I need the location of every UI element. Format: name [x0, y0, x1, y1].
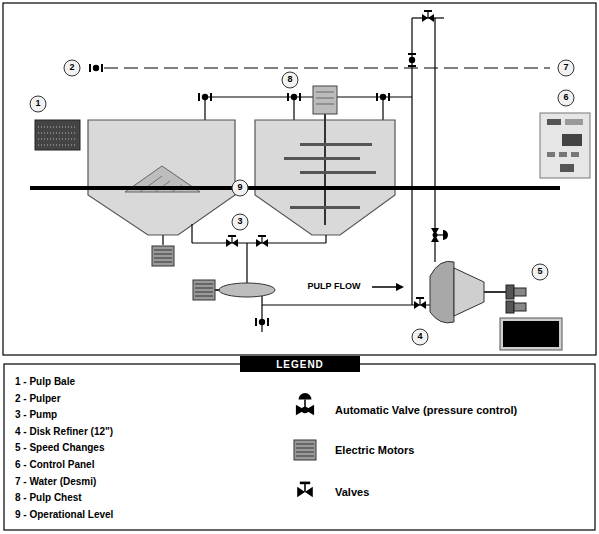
callout-number: 6	[563, 93, 568, 103]
motor-stripe	[316, 104, 334, 105]
panel-display	[547, 119, 561, 125]
panel-display	[565, 119, 583, 125]
callout-number: 4	[417, 332, 422, 342]
legend-entry: 9 - Operational Level	[15, 508, 113, 519]
legend-frame	[4, 364, 595, 530]
valve-symbol	[414, 298, 426, 309]
control-panel	[540, 113, 590, 178]
bale-texture	[38, 127, 77, 128]
panel-meter	[560, 164, 574, 172]
valve-symbol	[408, 54, 416, 66]
flow-arrowhead	[396, 283, 404, 291]
callout-number: 5	[537, 267, 542, 277]
pipe	[246, 243, 247, 283]
callout-number: 8	[287, 75, 292, 85]
operational-level	[30, 186, 560, 190]
bale-texture	[38, 145, 77, 146]
motor-shaft	[484, 291, 506, 293]
monitor-screen	[503, 321, 559, 347]
agitator-paddle	[300, 171, 376, 174]
callout-circle	[232, 180, 248, 196]
callout-circle	[532, 264, 548, 280]
valve-symbol	[226, 236, 238, 247]
legend-entry: Electric Motors	[335, 444, 414, 456]
speed-changer	[514, 303, 526, 311]
legend-entry: 8 - Pulp Chest	[15, 492, 82, 503]
flow-label: PULP FLOW	[308, 282, 361, 292]
callout-circle	[30, 96, 46, 112]
agitator-paddle	[300, 143, 372, 146]
electric-motor	[313, 86, 337, 114]
motor-stripe	[316, 92, 334, 93]
auto-valve-symbol	[296, 393, 314, 415]
auto-valve-symbol	[431, 228, 448, 242]
legend-entry: Valves	[335, 486, 369, 498]
electric-motor	[294, 440, 316, 460]
valve-symbol	[288, 93, 300, 101]
legend-entry: 6 - Control Panel	[15, 459, 94, 470]
pipe	[191, 224, 192, 243]
diagram-frame	[3, 3, 596, 355]
callout-number: 2	[69, 63, 74, 73]
pipe	[434, 18, 435, 262]
speed-changer	[506, 301, 514, 313]
bale-texture	[38, 139, 77, 140]
callout-circle	[64, 60, 80, 76]
pipe	[382, 97, 383, 120]
refiner-housing	[430, 261, 454, 323]
pipe	[261, 296, 262, 332]
panel-button	[547, 152, 555, 157]
electric-motor	[193, 280, 215, 300]
valve-symbol	[377, 93, 389, 101]
legend-tab	[240, 356, 360, 372]
valve-symbol	[256, 318, 268, 326]
legend-entry: Automatic Valve (pressure control)	[335, 404, 517, 416]
refiner-cone	[454, 268, 484, 316]
callout-number: 3	[237, 217, 242, 227]
panel-button	[559, 152, 567, 157]
pipe	[262, 304, 432, 305]
pipe	[325, 235, 326, 243]
water-line	[104, 67, 550, 68]
callout-circle	[558, 60, 574, 76]
callout-number: 7	[563, 63, 568, 73]
callout-circle	[282, 72, 298, 88]
valve-symbol	[422, 11, 434, 22]
motor-shaft	[162, 235, 164, 245]
flow-arrow	[372, 286, 396, 288]
legend-heading: LEGEND	[276, 359, 324, 370]
legend-entry: 1 - Pulp Bale	[15, 376, 75, 387]
callout-circle	[412, 329, 428, 345]
bale-texture	[38, 133, 77, 134]
pulper-tank	[88, 120, 235, 235]
callout-circle	[558, 90, 574, 106]
valve-symbol	[256, 236, 268, 247]
legend-entry: 4 - Disk Refiner (12")	[15, 425, 113, 436]
pulp-bale	[35, 120, 80, 150]
agitator-paddle	[290, 206, 360, 209]
valve-symbol	[90, 64, 102, 72]
legend-entry: 2 - Pulper	[15, 392, 61, 403]
callout-number: 1	[35, 99, 40, 109]
valve-symbol	[199, 93, 211, 101]
speed-changer	[506, 285, 514, 299]
panel-button	[571, 152, 579, 157]
legend-entry: 7 - Water (Desmi)	[15, 475, 96, 486]
pipe	[293, 97, 294, 120]
panel-display	[562, 134, 582, 146]
callout-circle	[232, 214, 248, 230]
speed-changer	[514, 288, 526, 296]
electric-motor	[152, 246, 174, 266]
valve-symbol	[297, 483, 313, 497]
monitor-frame	[500, 318, 562, 350]
legend-entry: 3 - Pump	[15, 409, 57, 420]
pump-body	[219, 283, 275, 297]
motor-stripe	[316, 98, 334, 99]
pipe	[204, 97, 205, 120]
agitator-paddle	[284, 157, 360, 160]
legend-entry: 5 - Speed Changes	[15, 442, 104, 453]
callout-number: 9	[237, 183, 242, 193]
